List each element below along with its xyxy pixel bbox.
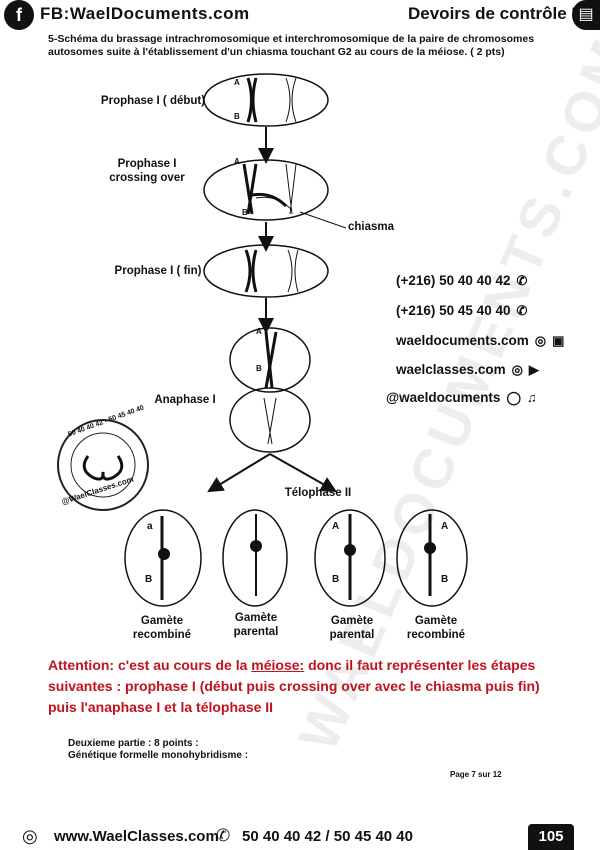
- chromosome-pair-fin-light: [288, 250, 298, 292]
- attention-prefix: Attention: c'est au cours de la: [48, 657, 251, 673]
- contact-phone-1[interactable]: (+216) 50 40 40 42 ✆: [396, 273, 527, 289]
- arrow: [214, 454, 270, 488]
- gamete-label-2: Gamète parental: [216, 611, 296, 639]
- cell-prophase-fin: [204, 245, 328, 297]
- phone-text: (+216) 50 45 40 40: [396, 303, 510, 318]
- part2-line-1: Deuxieme partie : 8 points :: [68, 738, 248, 750]
- page-header: f FB:WaelDocuments.com Devoirs de contrô…: [0, 0, 600, 30]
- header-brand: FB:WaelDocuments.com: [40, 4, 250, 24]
- page-footer: ◎ www.WaelClasses.com ✆ 50 40 40 42 / 50…: [0, 824, 600, 850]
- attention-underlined: méiose:: [251, 657, 304, 673]
- gamete-allele-bottom: B: [441, 574, 448, 585]
- footer-phones[interactable]: 50 40 40 42 / 50 45 40 40: [242, 828, 413, 845]
- label-prophase-crossing: Prophase I crossing over: [92, 157, 202, 185]
- gamete-allele-top: a: [147, 521, 153, 532]
- allele-label: B: [242, 208, 248, 217]
- globe-icon: ◎: [535, 333, 546, 348]
- page-info: Page 7 sur 12: [450, 770, 502, 779]
- gamete-allele-bottom: B: [332, 574, 339, 585]
- question-title: 5-Schéma du brassage intrachromosomique …: [48, 33, 568, 59]
- handle-text: @waeldocuments: [386, 390, 500, 405]
- gamete-cell-4: [397, 510, 467, 606]
- facebook-icon: f: [4, 0, 34, 30]
- phone-icon: ✆: [516, 303, 527, 318]
- label-prophase-fin: Prophase I ( fin): [98, 265, 218, 277]
- gamete-label-4: Gamète recombiné: [396, 614, 476, 642]
- attention-note: Attention: c'est au cours de la méiose: …: [48, 655, 568, 718]
- phone-icon: ✆: [516, 273, 527, 288]
- meiosis-diagram: [0, 60, 600, 660]
- footer-page-number: 105: [528, 824, 574, 850]
- chromosome-pair-prophase-debut-light: [286, 78, 296, 122]
- contact-phone-2[interactable]: (+216) 50 45 40 40 ✆: [396, 303, 527, 319]
- allele-label: A: [234, 78, 240, 87]
- gamete-allele-top: A: [441, 521, 448, 532]
- cell-prophase-debut: [204, 74, 328, 126]
- label-anaphase: Anaphase I: [140, 394, 230, 406]
- footer-site[interactable]: www.WaelClasses.com: [54, 828, 219, 845]
- phone-text: (+216) 50 40 40 42: [396, 273, 510, 288]
- gamete-cell-1: [125, 510, 201, 606]
- chromosome-pair-crossing: [244, 164, 286, 214]
- contact-site-2[interactable]: waelclasses.com ◎ ▶: [396, 362, 539, 378]
- cell-anaphase-bottom: [230, 388, 310, 452]
- allele-label: B: [234, 112, 240, 121]
- facebook-icon: ▣: [552, 333, 564, 348]
- tiktok-icon: ♫: [527, 390, 537, 405]
- label-telophase: Télophase II: [268, 487, 368, 499]
- allele-label: A: [234, 157, 240, 166]
- part2-heading: Deuxieme partie : 8 points : Génétique f…: [68, 738, 248, 762]
- phone-icon: ✆: [216, 826, 230, 846]
- arrow: [270, 454, 330, 488]
- gamete-cell-2: [223, 510, 287, 606]
- gamete-allele-bottom: B: [145, 574, 152, 585]
- gamete-cell-3: [315, 510, 385, 606]
- chromosomes-anaphase: [266, 332, 276, 388]
- chromosome-pair-fin: [246, 250, 256, 292]
- chiasma-pointer: [300, 212, 346, 228]
- chromosome-pair-crossing-light: [256, 164, 296, 214]
- label-chiasma: chiasma: [348, 221, 408, 233]
- chromosomes-anaphase-light: [264, 398, 276, 444]
- gamete-label-1: Gamète recombiné: [122, 614, 202, 642]
- chromosome-pair-prophase-debut: [248, 78, 256, 122]
- contact-site-1[interactable]: waeldocuments.com ◎ ▣: [396, 333, 564, 349]
- gamete-label-3: Gamète parental: [312, 614, 392, 642]
- youtube-icon: ▶: [529, 362, 539, 377]
- globe-icon: ◎: [22, 826, 38, 847]
- instagram-icon: ◯: [506, 390, 521, 405]
- allele-label: A: [256, 327, 262, 336]
- site-text: waelclasses.com: [396, 362, 506, 377]
- site-text: waeldocuments.com: [396, 333, 529, 348]
- contact-handle[interactable]: @waeldocuments ◯ ♫: [386, 390, 537, 406]
- globe-icon: ◎: [512, 362, 523, 377]
- label-prophase-debut: Prophase I ( début): [88, 95, 218, 107]
- allele-label: B: [256, 364, 262, 373]
- part2-line-2: Génétique formelle monohybridisme :: [68, 750, 248, 762]
- cell-prophase-crossing: [204, 160, 328, 220]
- gamete-allele-top: A: [332, 521, 339, 532]
